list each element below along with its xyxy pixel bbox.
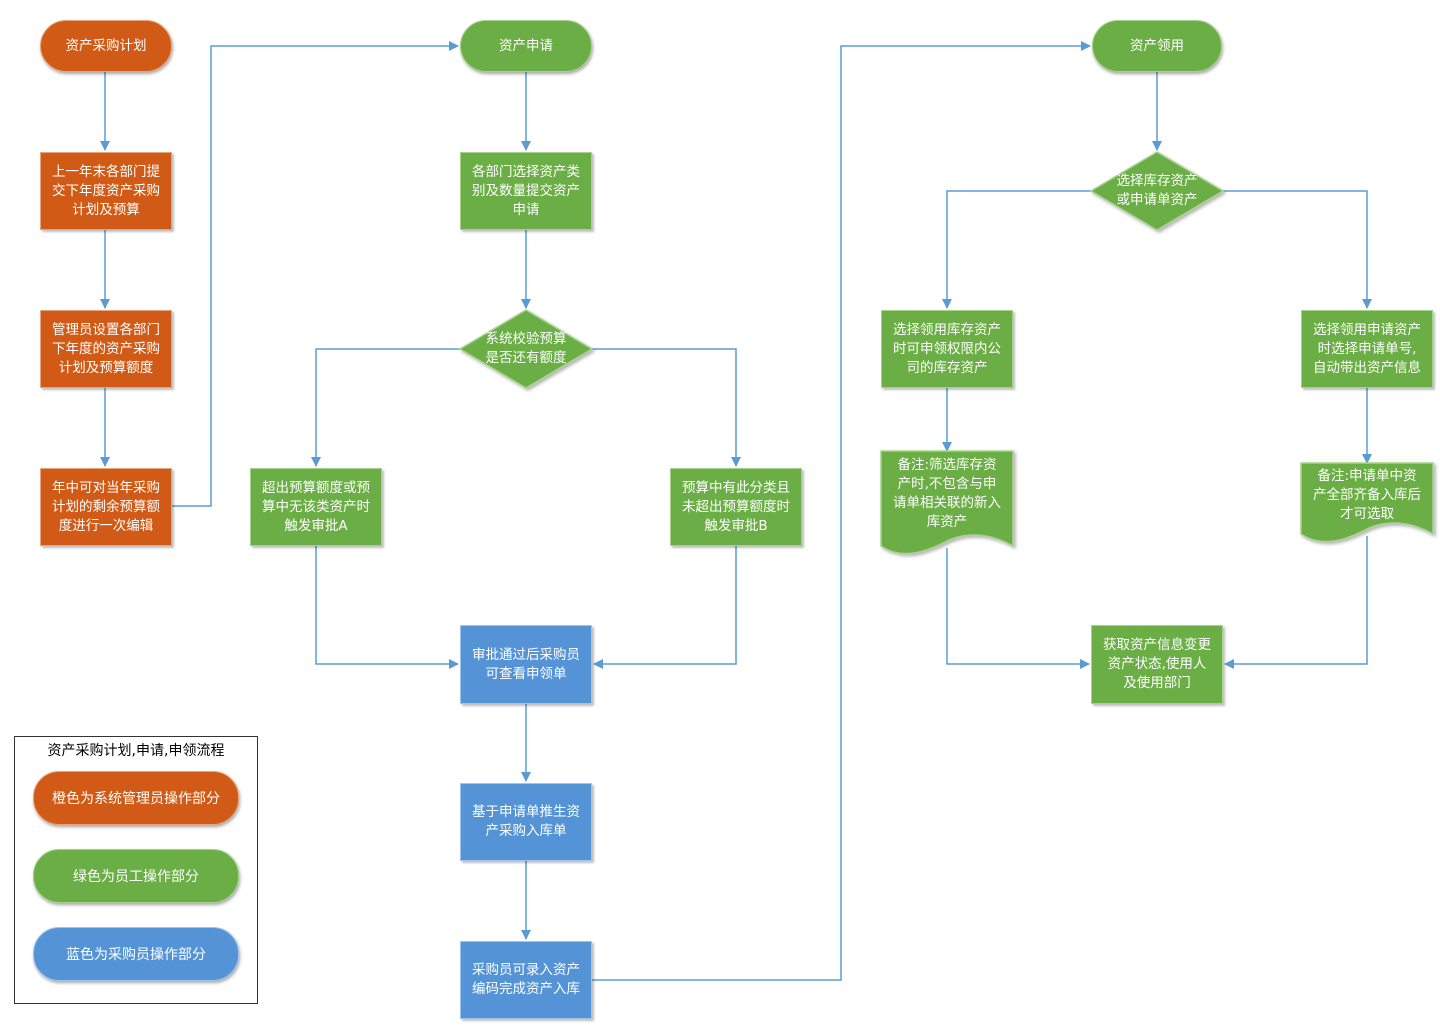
note-request-document	[1300, 462, 1434, 543]
asset-plan-start: 资产采购计划	[40, 20, 172, 72]
note-request-line: 才可选取	[1340, 505, 1394, 522]
edit-once-line: 计划的剩余预算额	[52, 498, 160, 515]
connector-note-stock-to-info	[946, 548, 1090, 669]
get-info-line: 资产状态,使用人	[1107, 656, 1207, 672]
legend-title: 资产采购计划,申请,申领流程	[47, 743, 225, 759]
approval-b-line: 预算中有此分类且	[682, 479, 790, 496]
enter-code-step: 采购员可录入资产 编码完成资产入库	[460, 941, 592, 1019]
after-approve-line: 审批通过后采购员	[472, 646, 580, 663]
note-stock-document	[880, 450, 1014, 555]
claim-request-line: 自动带出资产信息	[1313, 359, 1421, 376]
select-source-diamond	[1089, 151, 1225, 231]
gen-order-step: 基于申请单推生资 产采购入库单	[460, 783, 592, 861]
connector-check-to-b	[592, 348, 741, 467]
approval-a-step: 超出预算额度或预 算中无该类资产时 触发审批A	[250, 468, 382, 546]
note-stock-line: 产时,不包含与申	[897, 476, 997, 492]
note-stock-line: 备注:筛选库存资	[897, 457, 997, 473]
note-stock-label: 备注:筛选库存资 产时,不包含与申 请单相关联的新入 库资产	[881, 455, 1013, 533]
connector-enter-to-claim	[592, 41, 1091, 981]
get-info-line: 及使用部门	[1123, 675, 1191, 691]
connector-b-to-approve	[593, 546, 737, 669]
approval-a-line: 算中无该类资产时	[262, 498, 370, 515]
legend-green-label: 绿色为员工操作部分	[73, 869, 199, 885]
approval-b-line: 触发审批B	[704, 517, 768, 534]
approval-a-line: 超出预算额度或预	[262, 479, 370, 496]
note-request-line: 备注:申请单中资	[1317, 467, 1417, 484]
approval-a-line: 触发审批A	[284, 517, 348, 534]
after-approve-step: 审批通过后采购员 可查看申领单	[460, 625, 592, 704]
check-budget-line: 系统校验预算	[485, 331, 567, 347]
enter-code-line: 编码完成资产入库	[472, 981, 580, 997]
check-budget-label: 系统校验预算 是否还有额度	[460, 326, 592, 372]
legend-green-item: 绿色为员工操作部分	[33, 849, 239, 903]
admin-set-line: 管理员设置各部门	[52, 321, 160, 338]
after-approve-line: 可查看申领单	[485, 665, 567, 682]
admin-set-line: 下年度的资产采购	[52, 340, 160, 357]
asset-plan-start-label: 资产采购计划	[65, 37, 147, 54]
approval-b-line: 未超出预算额度时	[682, 498, 790, 515]
asset-claim-start: 资产领用	[1092, 20, 1222, 72]
get-info-line: 获取资产信息变更	[1103, 637, 1211, 653]
connector-a-to-approve	[315, 546, 459, 669]
note-request-line: 产全部齐备入库后	[1313, 486, 1421, 503]
admin-set-line: 计划及预算额度	[58, 359, 154, 376]
claim-stock-line: 司的库存资产	[906, 359, 988, 376]
submit-plan-step: 上一年末各部门提 交下年度资产采购 计划及预算	[40, 152, 172, 230]
check-budget-diamond	[458, 309, 594, 389]
note-stock-line: 请单相关联的新入	[893, 495, 1001, 511]
asset-claim-start-label: 资产领用	[1130, 37, 1184, 54]
admin-set-step: 管理员设置各部门 下年度的资产采购 计划及预算额度	[40, 310, 172, 388]
legend-orange-label: 橙色为系统管理员操作部分	[52, 791, 220, 807]
connector-note-request-to-info	[1224, 536, 1368, 669]
select-type-step: 各部门选择资产类 别及数量提交资产 申请	[460, 152, 592, 230]
asset-apply-start: 资产申请	[460, 20, 592, 72]
enter-code-line: 采购员可录入资产	[472, 962, 580, 978]
edit-once-line: 年中可对当年采购	[52, 479, 160, 496]
legend-box: 资产采购计划,申请,申领流程 橙色为系统管理员操作部分 绿色为员工操作部分 蓝色…	[14, 736, 258, 1004]
select-source-line: 或申请单资产	[1116, 192, 1198, 208]
claim-request-line: 时选择申请单号,	[1317, 340, 1417, 357]
approval-b-step: 预算中有此分类且 未超出预算额度时 触发审批B	[670, 468, 802, 546]
gen-order-line: 基于申请单推生资	[472, 804, 580, 820]
edit-once-step: 年中可对当年采购 计划的剩余预算额 度进行一次编辑	[40, 468, 172, 546]
claim-stock-line: 时可申领权限内公	[893, 340, 1001, 357]
submit-plan-line: 交下年度资产采购	[52, 182, 160, 199]
submit-plan-line: 计划及预算	[72, 201, 140, 218]
legend-blue-item: 蓝色为采购员操作部分	[33, 927, 239, 981]
claim-stock-step: 选择领用库存资产 时可申领权限内公 司的库存资产	[881, 310, 1013, 388]
select-source-line: 选择库存资产	[1116, 173, 1198, 189]
note-stock-line: 库资产	[926, 514, 968, 530]
connector-edit-to-apply	[171, 41, 459, 507]
claim-stock-line: 选择领用库存资产	[893, 321, 1001, 338]
submit-plan-line: 上一年末各部门提	[52, 163, 160, 180]
asset-apply-start-label: 资产申请	[499, 37, 553, 54]
edit-once-line: 度进行一次编辑	[58, 517, 154, 534]
select-type-line: 各部门选择资产类	[472, 163, 580, 180]
connector-source-to-stock	[942, 190, 1091, 309]
get-info-step: 获取资产信息变更 资产状态,使用人 及使用部门	[1091, 625, 1223, 704]
note-request-label: 备注:申请单中资 产全部齐备入库后 才可选取	[1301, 466, 1433, 524]
legend-orange-item: 橙色为系统管理员操作部分	[33, 771, 239, 825]
legend-blue-label: 蓝色为采购员操作部分	[66, 947, 206, 963]
gen-order-line: 产采购入库单	[485, 823, 567, 839]
connector-source-to-request	[1223, 190, 1372, 309]
claim-request-step: 选择领用申请资产 时选择申请单号, 自动带出资产信息	[1301, 310, 1433, 388]
select-source-label: 选择库存资产 或申请单资产	[1091, 168, 1223, 214]
select-type-line: 申请	[512, 201, 540, 218]
claim-request-line: 选择领用申请资产	[1313, 321, 1421, 338]
connector-check-to-a	[311, 348, 460, 467]
select-type-line: 别及数量提交资产	[472, 182, 580, 199]
check-budget-line: 是否还有额度	[485, 350, 567, 366]
